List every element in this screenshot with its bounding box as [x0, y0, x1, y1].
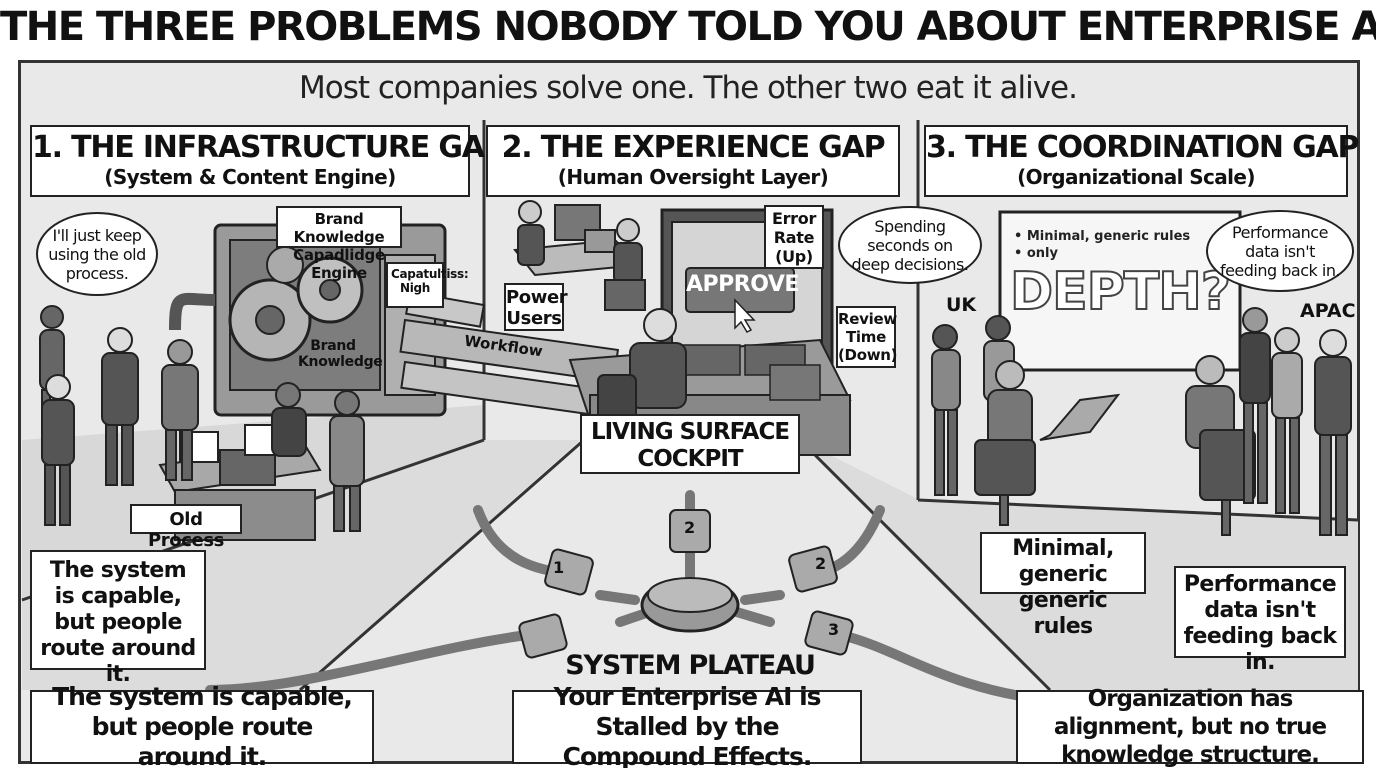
floor-line-right — [917, 498, 1359, 522]
plug-2-right — [788, 545, 838, 593]
feedback-caption: Performance data isn't feeding back in. — [1174, 566, 1346, 675]
gap-3-title: 3. THE COORDINATION GAP — [926, 130, 1360, 165]
bottom-left-caption: The system is capable, but people route … — [30, 682, 374, 768]
plug-2-top — [669, 509, 711, 553]
bottom-center-caption: Your Enterprise AI is Stalled by the Com… — [512, 682, 862, 768]
apac-region-label: APAC — [1300, 300, 1356, 322]
people-panel-1 — [39, 305, 365, 532]
power-users-desk — [513, 200, 646, 311]
old-process-speech-bubble: I'll just keep using the old process. — [36, 212, 158, 296]
experience-speech-bubble: Spending seconds on deep decisions. — [838, 206, 982, 284]
page-title: THE THREE PROBLEMS NOBODY TOLD YOU ABOUT… — [0, 4, 1376, 50]
review-time-label: Review Time (Down) — [836, 306, 898, 368]
living-surface-cockpit-label: LIVING SURFACE COCKPIT — [580, 414, 800, 474]
gap-1-subtitle: (System & Content Engine) — [104, 165, 396, 189]
gap-3-header: 3. THE COORDINATION GAP (Organizational … — [924, 125, 1360, 197]
plug-1-number: 1 — [553, 558, 565, 577]
plug-2-right-number: 2 — [815, 554, 827, 573]
gap-2-subtitle: (Human Oversight Layer) — [557, 165, 829, 189]
operator-head — [643, 308, 677, 342]
gear-brand-knowledge-label: Brand Knowledge — [298, 338, 383, 370]
cockpit-label-text: LIVING SURFACE COCKPIT — [590, 419, 790, 472]
floor-line-mid-right — [798, 438, 1052, 692]
uk-region-label: UK — [946, 294, 977, 316]
whiteboard-item-1: • Minimal, generic rules — [1014, 229, 1191, 244]
people-panel-3 — [931, 307, 1352, 536]
plug-2-top-number: 2 — [684, 518, 696, 537]
gap-1-title: 1. THE INFRASTRUCTURE GAP — [32, 130, 506, 165]
gap-2-title: 2. THE EXPERIENCE GAP — [501, 130, 886, 165]
infrastructure-caption: The system is capable, but people route … — [30, 550, 206, 687]
plug-3 — [804, 610, 854, 656]
engine-label: Brand Knowledge Capadlidge Engine — [276, 206, 402, 282]
coordination-speech-bubble: Performance data isn't feeding back in. — [1206, 210, 1354, 292]
whiteboard-list: • Minimal, generic rules • only — [1014, 228, 1190, 262]
plugs — [518, 509, 854, 659]
plug-3-number: 3 — [828, 620, 840, 639]
plug-1 — [544, 548, 594, 596]
bottom-right-caption: Organization has alignment, but no true … — [1016, 686, 1364, 768]
error-rate-label: Error Rate (Up) — [764, 205, 824, 269]
page-subtitle: Most companies solve one. The other two … — [299, 70, 1078, 106]
old-process-label: Old Process — [130, 504, 242, 551]
gap-2-header: 2. THE EXPERIENCE GAP (Human Oversight L… — [486, 125, 900, 197]
whiteboard-item-2: • only — [1014, 246, 1058, 261]
floor-line-mid-left — [299, 438, 585, 692]
plug-left-lower — [518, 613, 568, 659]
gap-1-header: 1. THE INFRASTRUCTURE GAP (System & Cont… — [30, 125, 506, 197]
capability-label: Capatultiss: Nigh — [386, 262, 469, 308]
system-plateau-label: SYSTEM PLATEAU — [565, 650, 816, 681]
plug-hub — [640, 577, 740, 633]
cursor-hand-icon — [734, 298, 756, 333]
power-users-label: Power Users — [504, 283, 568, 331]
rules-caption: Minimal, generic generic rules — [980, 532, 1146, 639]
depth-question: DEPTH? — [1009, 261, 1232, 323]
whiteboard — [998, 210, 1242, 372]
operator-body — [629, 342, 687, 409]
gap-3-subtitle: (Organizational Scale) — [1017, 165, 1255, 189]
approve-button-label: APPROVE — [686, 272, 799, 297]
